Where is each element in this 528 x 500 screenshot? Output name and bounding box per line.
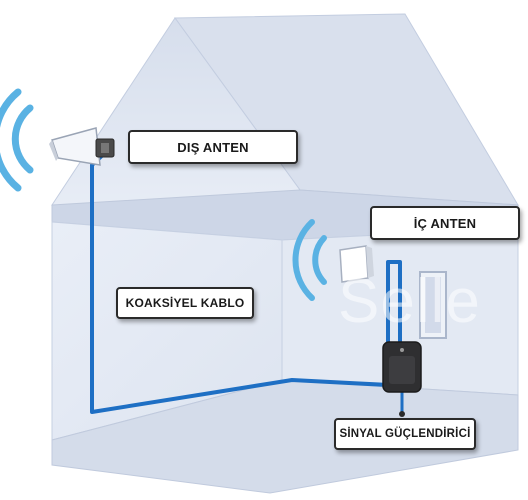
signal-booster-icon	[382, 341, 422, 393]
signal-booster-label: SİNYAL GÜÇLENDİRİCİ	[334, 418, 476, 450]
outdoor-antenna-label: DIŞ ANTEN	[128, 130, 298, 164]
panel-antenna-icon	[339, 245, 374, 283]
indoor-signal-waves-icon	[292, 219, 327, 301]
indoor-antenna-label: İÇ ANTEN	[370, 206, 520, 240]
outdoor-signal-waves-icon	[0, 88, 34, 192]
coax-cable-line	[90, 148, 402, 414]
window	[419, 271, 447, 339]
coax-cable-label: KOAKSİYEL KABLO	[116, 287, 254, 319]
directional-antenna-icon	[49, 127, 115, 166]
cable-connector	[399, 411, 405, 417]
